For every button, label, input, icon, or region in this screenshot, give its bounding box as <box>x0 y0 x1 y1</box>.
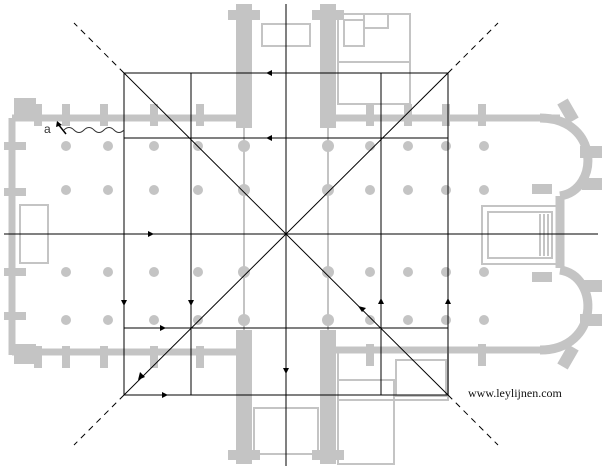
arrow-left-upper <box>266 135 272 141</box>
diagonal-anti <box>123 72 449 396</box>
arrow-diag-sw <box>138 372 145 380</box>
north-annex <box>337 13 411 105</box>
arrow-up-right <box>445 298 451 304</box>
line-overlay <box>4 4 598 466</box>
arrow-right-bottom <box>162 392 168 398</box>
columns <box>61 93 489 375</box>
altar <box>481 205 559 265</box>
apse-buttresses <box>532 98 602 370</box>
arrow-up-grid <box>378 298 384 304</box>
diagonal-extensions <box>73 22 499 446</box>
arrow-diag-ne <box>358 306 366 312</box>
arrow-right-axis <box>148 231 154 237</box>
west-buttresses <box>4 98 204 368</box>
website-caption: www.leylijnen.com <box>468 386 562 400</box>
arrow-right-lower <box>160 325 166 331</box>
arrow-down-left <box>121 300 127 306</box>
direction-arrows <box>56 70 451 398</box>
arrow-down-axis <box>283 368 289 374</box>
marker-arrow-line <box>57 123 67 135</box>
wavy-line <box>63 127 125 133</box>
marker-arrow-tip <box>56 121 62 127</box>
east-buttresses <box>366 104 486 366</box>
south-annex <box>337 349 449 465</box>
arrow-down-grid <box>188 300 194 306</box>
marker-label: a <box>44 122 51 136</box>
arrow-left-top <box>266 70 272 76</box>
